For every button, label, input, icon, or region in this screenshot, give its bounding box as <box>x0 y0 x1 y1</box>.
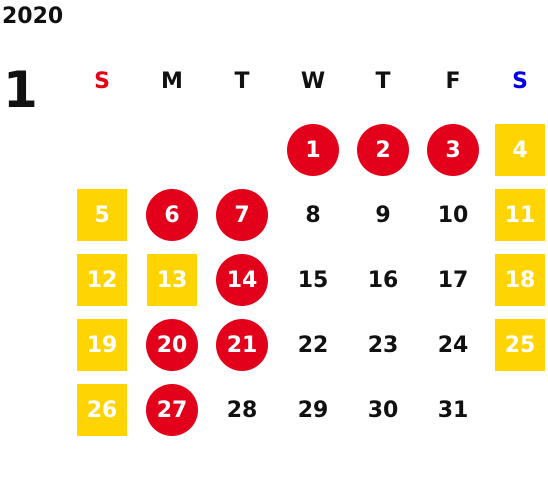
day-cell-10: 10 <box>437 202 469 228</box>
day-cell-11: 11 <box>495 189 545 241</box>
year-label: 2020 <box>2 4 64 29</box>
day-cell-4: 4 <box>495 124 545 176</box>
day-cell-3: 3 <box>427 124 479 176</box>
day-cell-25: 25 <box>495 319 545 371</box>
month-number: 1 <box>3 61 38 119</box>
weekday-header-0: S <box>94 69 110 94</box>
day-cell-19: 19 <box>77 319 127 371</box>
day-cell-1: 1 <box>287 124 339 176</box>
day-cell-22: 22 <box>297 332 329 358</box>
day-cell-5: 5 <box>77 189 127 241</box>
day-cell-13: 13 <box>147 254 197 306</box>
day-cell-31: 31 <box>437 397 469 423</box>
day-cell-12: 12 <box>77 254 127 306</box>
day-cell-24: 24 <box>437 332 469 358</box>
day-cell-29: 29 <box>297 397 329 423</box>
day-cell-21: 21 <box>216 319 268 371</box>
weekday-header-2: T <box>234 69 250 94</box>
weekday-header-1: M <box>161 69 183 94</box>
day-cell-26: 26 <box>77 384 127 436</box>
day-cell-8: 8 <box>305 202 321 228</box>
day-cell-20: 20 <box>146 319 198 371</box>
day-cell-2: 2 <box>357 124 409 176</box>
day-cell-9: 9 <box>375 202 391 228</box>
day-cell-14: 14 <box>216 254 268 306</box>
weekday-header-6: S <box>512 69 528 94</box>
day-cell-17: 17 <box>437 267 469 293</box>
day-cell-6: 6 <box>146 189 198 241</box>
day-cell-15: 15 <box>297 267 329 293</box>
day-cell-30: 30 <box>367 397 399 423</box>
day-cell-28: 28 <box>226 397 258 423</box>
day-cell-27: 27 <box>146 384 198 436</box>
day-cell-18: 18 <box>495 254 545 306</box>
day-cell-23: 23 <box>367 332 399 358</box>
day-cell-7: 7 <box>216 189 268 241</box>
weekday-header-4: T <box>375 69 391 94</box>
weekday-header-5: F <box>445 69 461 94</box>
day-cell-16: 16 <box>367 267 399 293</box>
weekday-header-3: W <box>300 69 326 94</box>
